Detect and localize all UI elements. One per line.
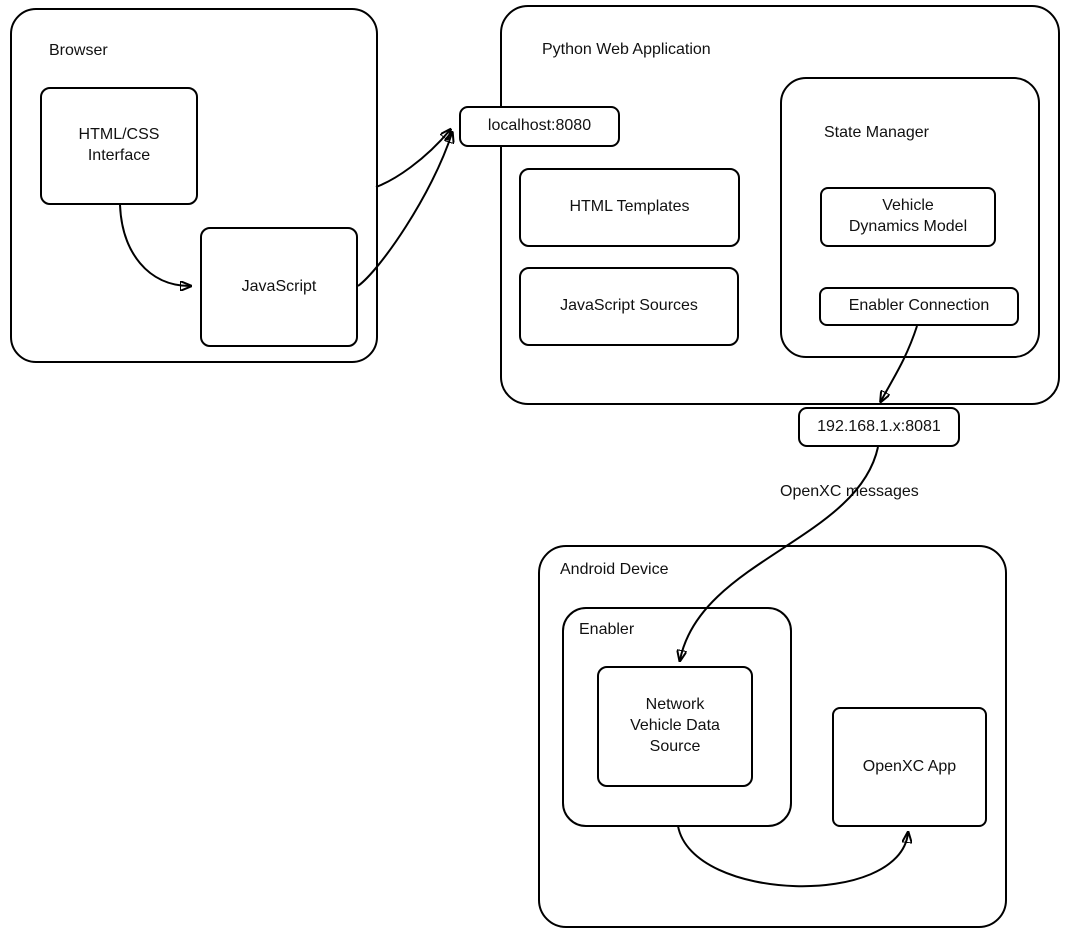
network-vehicle-data-source-node: Network Vehicle Data Source — [597, 666, 753, 787]
enabler-title: Enabler — [579, 621, 635, 638]
html-css-interface-node: HTML/CSS Interface — [40, 87, 198, 205]
openxc-messages-label: OpenXC messages — [780, 483, 919, 500]
state-manager-title: State Manager — [824, 124, 929, 141]
network-endpoint-8081: 192.168.1.x:8081 — [798, 407, 960, 447]
javascript-sources-node: JavaScript Sources — [519, 267, 739, 346]
openxc-app-node: OpenXC App — [832, 707, 987, 827]
html-templates-node: HTML Templates — [519, 168, 740, 247]
python-web-application-container: Python Web Application — [500, 5, 1060, 405]
browser-title: Browser — [49, 42, 108, 59]
vehicle-dynamics-model-node: Vehicle Dynamics Model — [820, 187, 996, 247]
python-web-application-title: Python Web Application — [542, 41, 711, 58]
javascript-node: JavaScript — [200, 227, 358, 347]
localhost-8080-endpoint: localhost:8080 — [459, 106, 620, 147]
enabler-container: Enabler — [562, 607, 792, 827]
android-device-title: Android Device — [560, 561, 669, 578]
enabler-connection-node: Enabler Connection — [819, 287, 1019, 326]
arrow-htmlcss-to-localhost — [375, 130, 450, 188]
